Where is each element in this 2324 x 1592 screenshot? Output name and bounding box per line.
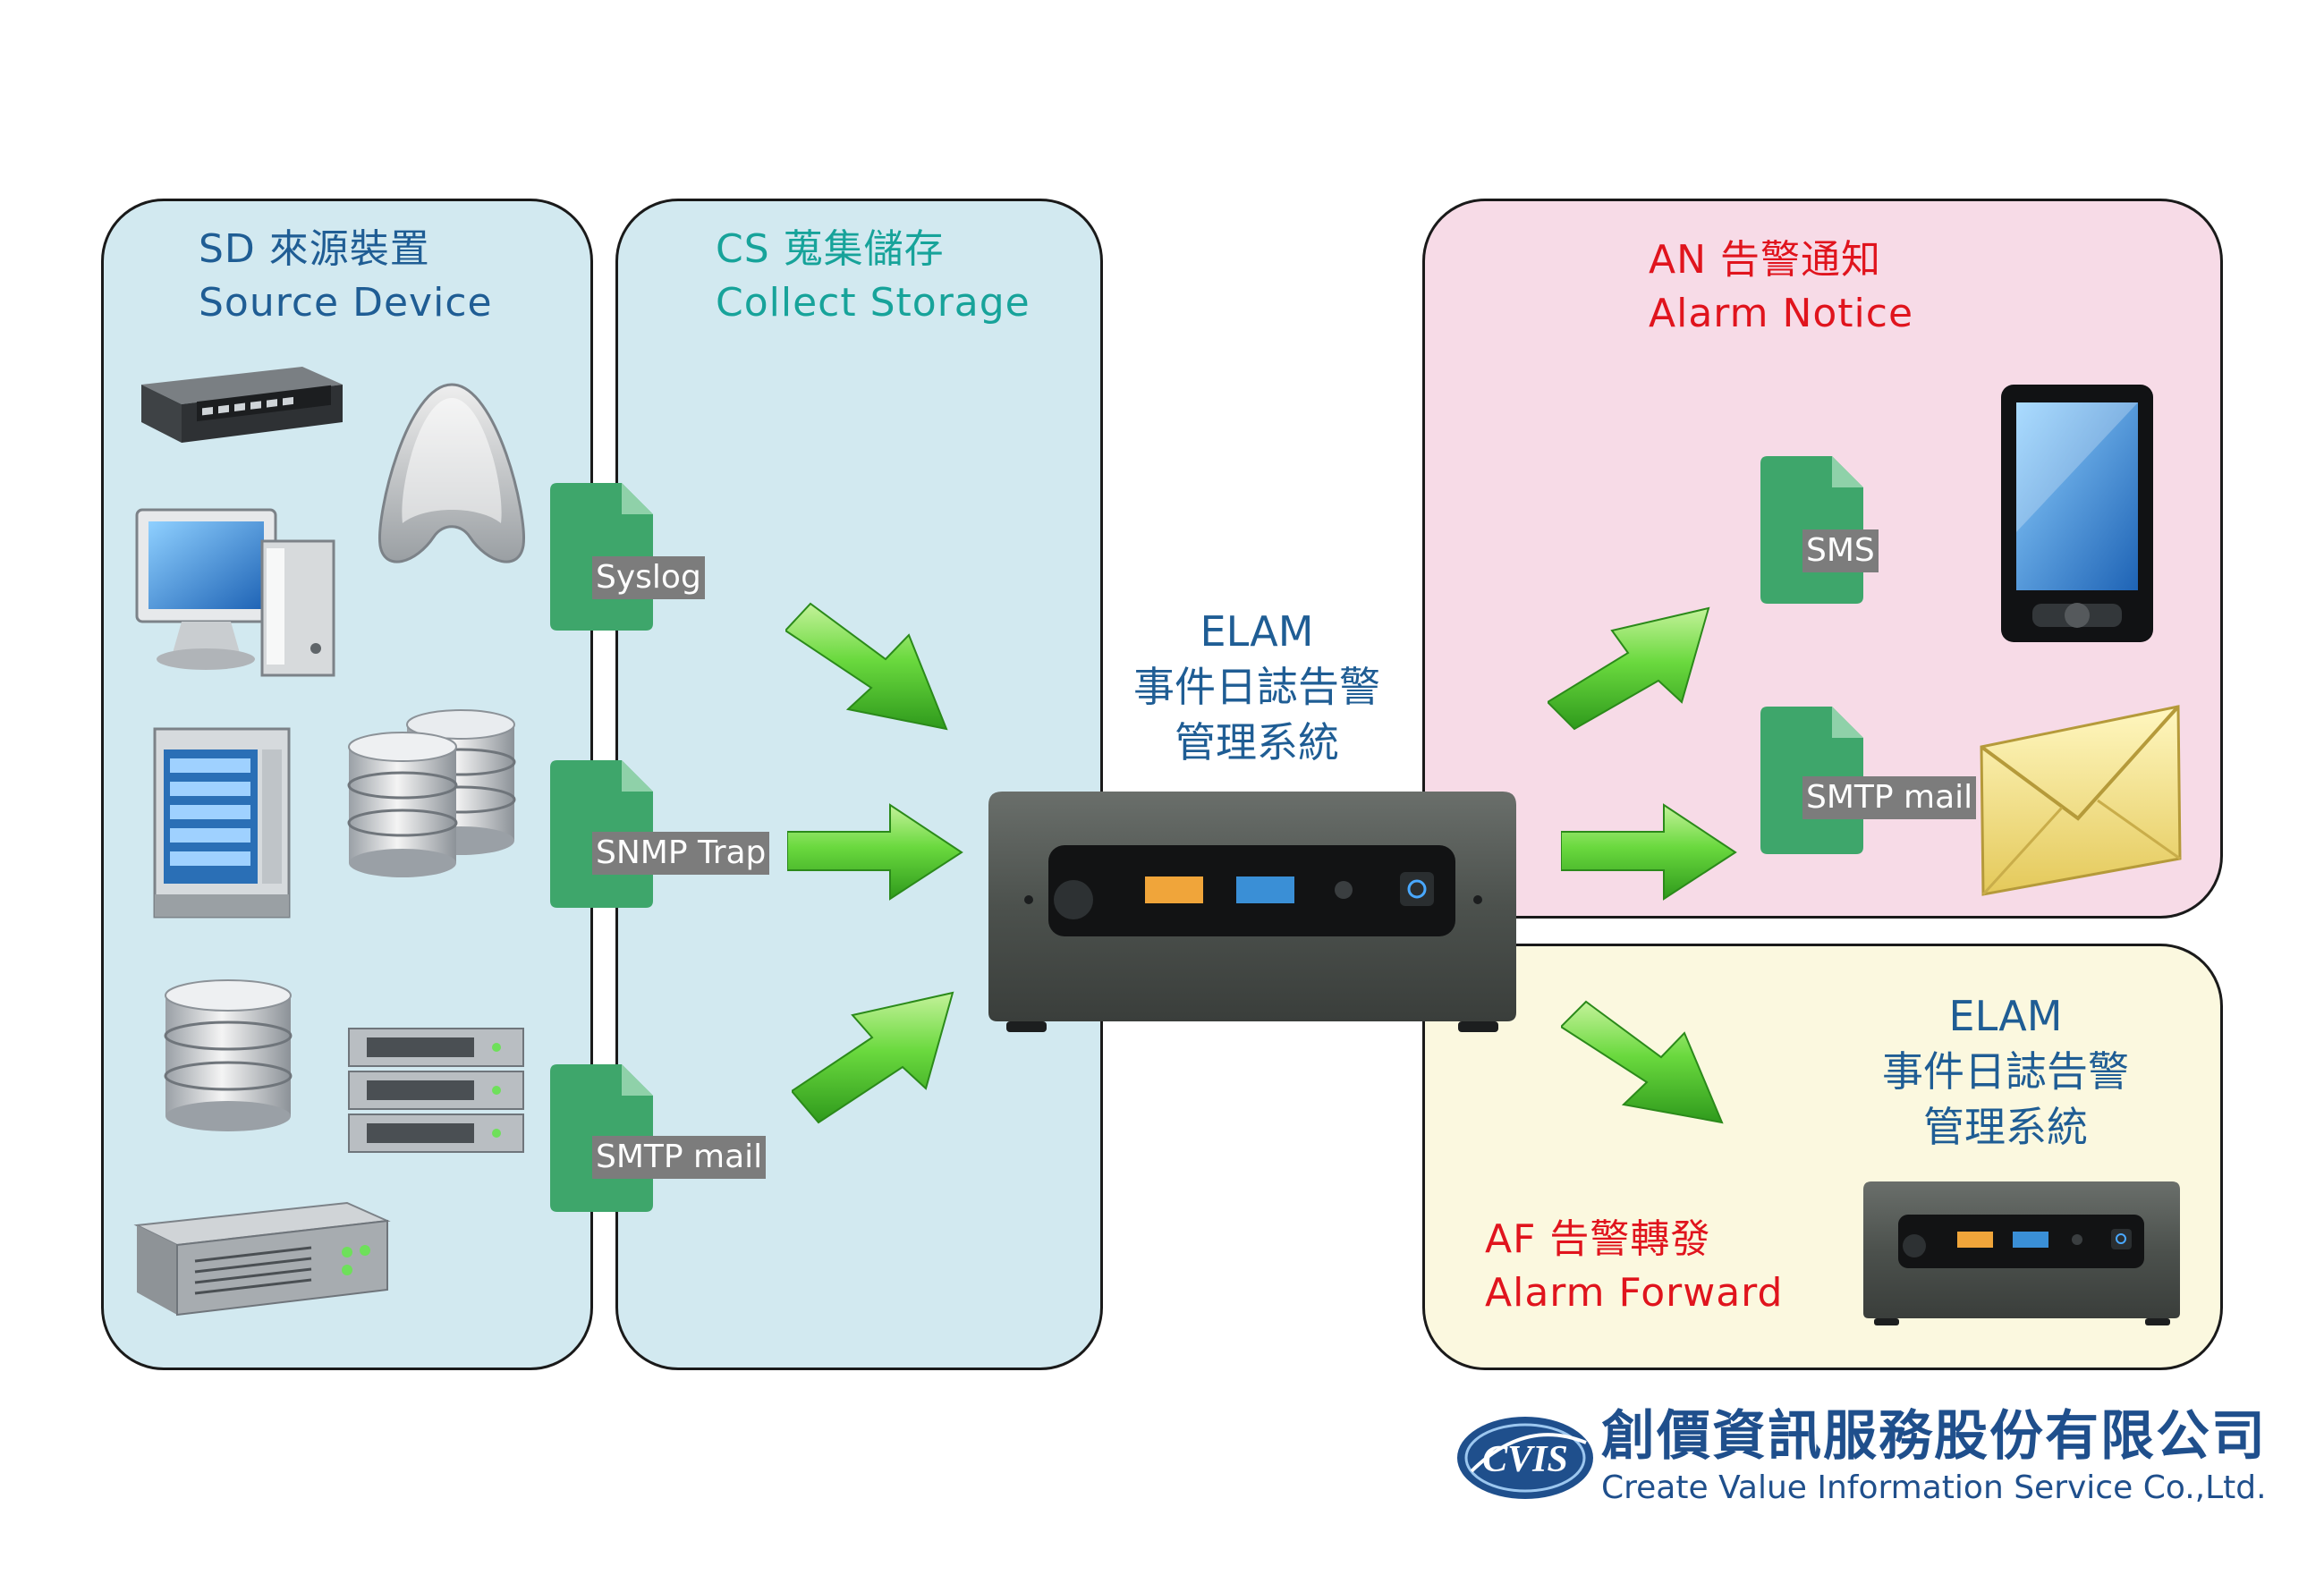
snmp-trap-label: SNMP Trap [592, 832, 770, 875]
smtp-out-label: SMTP mail [1802, 776, 1977, 819]
center-elam-title: ELAM [1200, 607, 1314, 656]
network-switch-icon [141, 367, 343, 443]
arrow-to-forward-icon [1561, 1000, 1724, 1124]
arrow-to-smtp-icon [1561, 803, 1737, 901]
forward-title-en: Alarm Forward [1485, 1270, 1784, 1316]
collect-title-en: Collect Storage [716, 280, 1031, 326]
arrow-down-right-icon [785, 602, 948, 731]
notice-title-en: Alarm Notice [1649, 291, 1914, 336]
cvis-logo: CVIS [1457, 1417, 1593, 1499]
collect-storage-panel [615, 199, 1103, 1370]
notice-title-cn: AN 告警通知 [1649, 237, 1881, 283]
database-icon [164, 979, 293, 1131]
arrow-right-icon [787, 803, 963, 901]
forward-elam-system: 管理系統 [1923, 1103, 2088, 1151]
elam-mini-pc-device [988, 792, 1516, 1032]
source-title-cn: SD 來源裝置 [199, 226, 430, 272]
email-envelope-icon [1980, 705, 2182, 896]
company-name-cn: 創價資訊服務股份有限公司 [1601, 1405, 2267, 1468]
collect-title-cn: CS 蒐集儲存 [716, 226, 945, 272]
smtp-mail-label: SMTP mail [592, 1136, 767, 1179]
forward-elam-subtitle: 事件日誌告警 [1882, 1047, 2129, 1096]
arrow-up-right-icon [792, 991, 954, 1124]
rack-appliance-icon [133, 1201, 391, 1317]
forward-title-cn: AF 告警轉發 [1485, 1216, 1711, 1262]
syslog-label: Syslog [592, 556, 705, 599]
sms-label: SMS [1802, 529, 1879, 572]
center-elam-subtitle: 事件日誌告警 [1133, 663, 1380, 711]
company-name-en: Create Value Information Service Co.,Ltd… [1601, 1469, 2267, 1506]
center-elam-system: 管理系統 [1175, 718, 1339, 766]
source-title-en: Source Device [199, 280, 493, 326]
rack-server-stack-icon [348, 1028, 524, 1153]
desktop-computer-icon [135, 508, 335, 677]
forward-elam-title: ELAM [1948, 992, 2063, 1040]
database-cluster-icon [347, 709, 516, 877]
forward-mini-pc-device [1863, 1181, 2180, 1325]
arrow-to-sms-icon [1548, 606, 1710, 731]
svg-text:CVIS: CVIS [1482, 1439, 1568, 1480]
firewall-icon [378, 383, 525, 563]
smartphone-icon [2001, 385, 2153, 642]
server-tower-icon [153, 727, 291, 919]
